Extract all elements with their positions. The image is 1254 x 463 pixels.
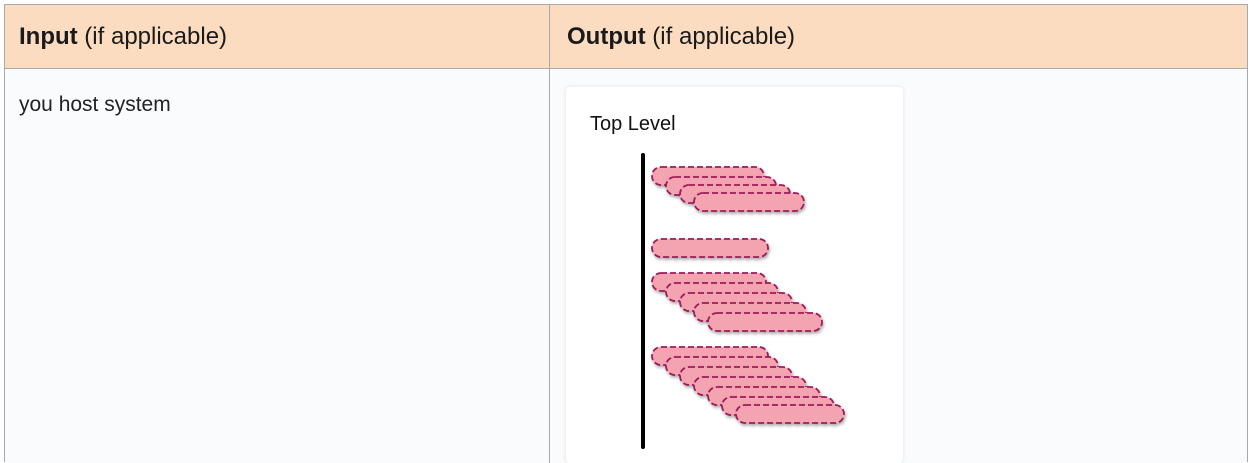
output-column-header: Output (if applicable) <box>567 5 795 68</box>
nested-bar <box>651 238 769 258</box>
table-header-row: Input (if applicable) Output (if applica… <box>5 5 1247 69</box>
nested-bar <box>693 192 805 212</box>
diagram-title: Top Level <box>590 113 676 135</box>
input-header-bold: Input <box>19 23 78 50</box>
input-header-qualifier: (if applicable) <box>77 23 228 50</box>
input-column-header: Input (if applicable) <box>19 5 227 68</box>
io-table: Input (if applicable) Output (if applica… <box>4 4 1248 463</box>
input-cell-text: you host system <box>19 93 171 116</box>
column-divider <box>549 5 550 463</box>
nested-bar <box>707 312 823 332</box>
nested-bar <box>735 404 845 424</box>
output-header-qualifier: (if applicable) <box>645 23 796 50</box>
nested-bars-group <box>651 166 845 424</box>
output-header-bold: Output <box>567 23 646 50</box>
output-diagram-card: Top Level <box>566 87 903 463</box>
hierarchy-diagram <box>641 153 845 449</box>
